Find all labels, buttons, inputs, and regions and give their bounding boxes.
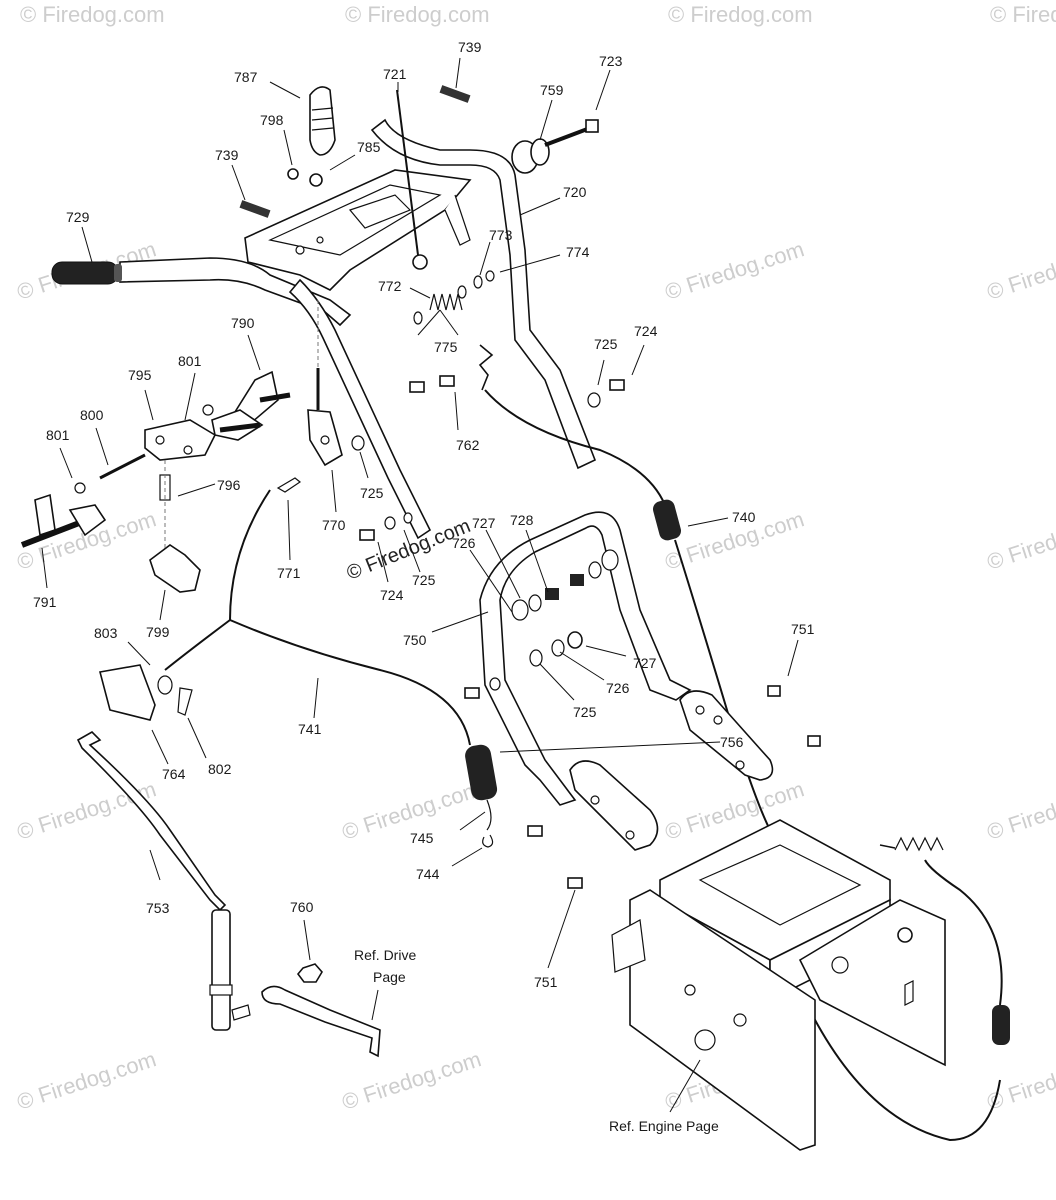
ref-drive-line1: Ref. Drive (354, 947, 416, 963)
label-774: 774 (566, 244, 590, 260)
label-741: 741 (298, 721, 322, 737)
upper-handle (119, 118, 597, 540)
label-771: 771 (277, 565, 301, 581)
label-739: 739 (458, 39, 482, 55)
lower-bracket (527, 760, 659, 889)
label-800: 800 (80, 407, 104, 423)
part-labels: 739 721 787 759 723 798 785 739 720 729 … (33, 39, 815, 990)
control-panel (244, 169, 472, 291)
watermark: © Firedog.com (345, 2, 490, 27)
drive-bracket (261, 963, 381, 1058)
label-751: 751 (791, 621, 815, 637)
frame-assembly (611, 819, 946, 1151)
label-764: 764 (162, 766, 186, 782)
ref-engine: Ref. Engine Page (609, 1118, 719, 1134)
label-802: 802 (208, 761, 232, 777)
rod-753 (76, 731, 251, 1031)
label-795: 795 (128, 367, 152, 383)
plate-764 (99, 664, 193, 721)
label-798: 798 (260, 112, 284, 128)
label-775: 775 (434, 339, 458, 355)
shift-mechanism (20, 370, 291, 593)
label-745: 745 (410, 830, 434, 846)
watermark: © Firedog.com (984, 506, 1056, 574)
knob-759 (511, 119, 599, 174)
watermark: © Firedog.com (339, 1046, 484, 1114)
bolts-762 (351, 375, 625, 541)
bracket-751 (679, 685, 821, 781)
cable-741 (229, 619, 471, 746)
label-723: 723 (599, 53, 623, 69)
watermark: © Firedog.com (990, 2, 1056, 27)
watermark: © Firedog.com (662, 236, 807, 304)
watermark: © Firedog.com (20, 2, 165, 27)
watermark: © Firedog.com (668, 2, 813, 27)
label-725: 725 (594, 336, 618, 352)
label-726: 726 (452, 535, 476, 551)
label-728: 728 (510, 512, 534, 528)
label-787: 787 (234, 69, 258, 85)
ref-drive-line2: Page (373, 969, 406, 985)
watermark: © Firedog.com (984, 236, 1056, 304)
label-791: 791 (33, 594, 57, 610)
shift-arm-770 (276, 300, 343, 493)
label-756: 756 (720, 734, 744, 750)
label-739: 739 (215, 147, 239, 163)
label-799: 799 (146, 624, 170, 640)
label-773: 773 (489, 227, 513, 243)
spring-772 (413, 270, 495, 325)
label-785: 785 (357, 139, 381, 155)
label-729: 729 (66, 209, 90, 225)
grip-729 (51, 261, 122, 285)
label-772: 772 (378, 278, 402, 294)
label-759: 759 (540, 82, 564, 98)
label-770: 770 (322, 517, 346, 533)
label-760: 760 (290, 899, 314, 915)
label-727: 727 (633, 655, 657, 671)
label-725: 725 (573, 704, 597, 720)
label-796: 796 (217, 477, 241, 493)
label-720: 720 (563, 184, 587, 200)
label-751: 751 (534, 974, 558, 990)
label-801: 801 (178, 353, 202, 369)
lower-handle-750 (479, 511, 692, 806)
label-762: 762 (456, 437, 480, 453)
label-753: 753 (146, 900, 170, 916)
label-744: 744 (416, 866, 440, 882)
hardware-727-728 (464, 549, 619, 699)
spring-756 (465, 744, 498, 848)
label-724: 724 (634, 323, 658, 339)
watermark: © Firedog.com (14, 1046, 159, 1114)
label-803: 803 (94, 625, 118, 641)
reference-notes: Ref. Drive Page Ref. Engine Page (354, 947, 719, 1134)
watermark: © Firedog.com (984, 776, 1056, 844)
label-726: 726 (606, 680, 630, 696)
label-721: 721 (383, 66, 407, 82)
shift-knob-787 (287, 86, 336, 187)
label-727: 727 (472, 515, 496, 531)
label-790: 790 (231, 315, 255, 331)
watermark: © Firedog.com (14, 776, 159, 844)
label-725: 725 (360, 485, 384, 501)
label-740: 740 (732, 509, 756, 525)
label-724: 724 (380, 587, 404, 603)
label-801: 801 (46, 427, 70, 443)
leader-lines (41, 57, 799, 1113)
label-750: 750 (403, 632, 427, 648)
label-725: 725 (412, 572, 436, 588)
